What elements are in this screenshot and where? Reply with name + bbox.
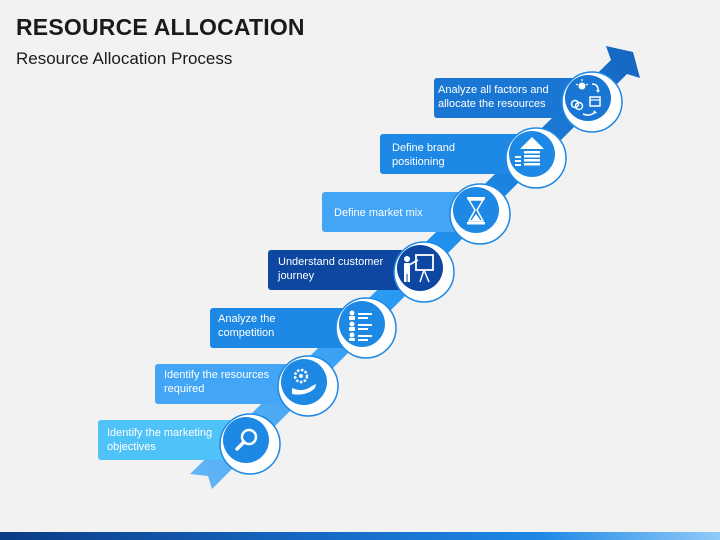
step-node-4 [393,241,455,303]
step-banner-1 [98,420,248,460]
growth-arrow-icon [515,137,544,166]
step-banner-4 [268,250,418,290]
idea-cycle-icon [570,79,601,116]
step-label-6: Define brand positioning [392,142,455,168]
page-subtitle: Resource Allocation Process [16,49,233,68]
step-banner-6 [380,134,530,174]
step-label-3: Analyze the competition [218,313,276,339]
step-node-6 [505,127,567,189]
step-node-2 [277,355,339,417]
people-list-icon [349,310,372,341]
step-label-4: Understand customer journey [278,256,384,282]
step-banner-2 [155,364,305,404]
step-banner-3 [210,308,360,348]
step-banner-5 [322,192,472,232]
presenter-board-icon [404,254,434,283]
footer-bar [0,532,720,540]
step-node-3 [335,297,397,359]
step-node-1 [219,413,281,475]
step-label-1: Identify the marketing objectives [107,427,213,453]
step-label-2: Identify the resources required [164,369,270,395]
hourglass-icon [467,197,485,225]
hand-gear-icon [292,368,316,395]
step-label-7: Analyze all factors and allocate the res… [438,84,549,110]
step-node-5 [449,183,511,245]
page-title: RESOURCE ALLOCATION [16,14,305,40]
step-banner-7 [434,78,584,118]
step-node-7 [561,71,623,133]
step-label-5: Define market mix [334,207,423,219]
search-icon [235,428,258,451]
